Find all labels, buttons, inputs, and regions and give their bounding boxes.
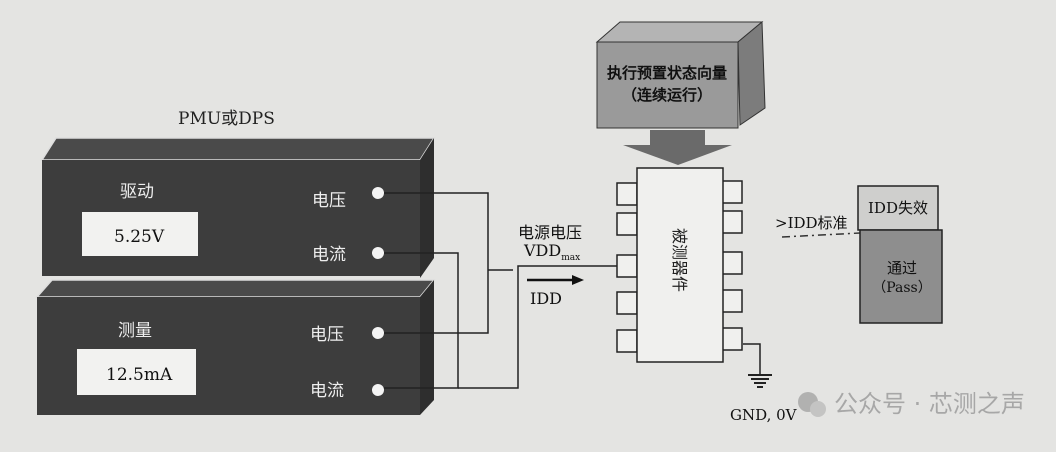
drive-display-value: 5.25V	[114, 227, 165, 247]
pass-label: 通过	[887, 259, 917, 277]
measure-panel: 测量 12.5mA 电压 电流	[35, 279, 436, 415]
drive-voltage-terminal	[372, 187, 384, 199]
vdd-label: VDDmax	[523, 241, 580, 263]
drive-panel: 驱动 5.25V 电压 电流	[40, 137, 436, 278]
watermark: 公众号 · 芯测之声	[798, 390, 1025, 418]
fail-label: IDD失效	[868, 199, 928, 217]
idd-label: IDD	[530, 289, 562, 308]
vector-box: 执行预置状态向量 （连续运行）	[595, 20, 766, 129]
threshold-line	[781, 232, 861, 238]
measure-current-terminal	[372, 384, 384, 396]
idd-arrow	[527, 275, 584, 285]
result-box: IDD失效 通过 （Pass）	[857, 185, 943, 324]
pmu-title: PMU或DPS	[178, 109, 275, 129]
ground-label: GND, 0V	[730, 406, 798, 424]
drive-current-terminal	[372, 247, 384, 259]
dut-chip	[616, 167, 743, 363]
down-arrow-icon	[623, 130, 732, 165]
drive-voltage-label: 电压	[312, 191, 346, 211]
wires	[384, 192, 761, 389]
measure-display-value: 12.5mA	[106, 365, 173, 385]
supply-label: 电源电压	[518, 223, 582, 242]
watermark-text: 公众号 · 芯测之声	[834, 390, 1025, 418]
measure-display	[77, 349, 196, 395]
pass-label-en: （Pass）	[872, 280, 932, 296]
vector-box-line2: （连续运行）	[622, 86, 712, 104]
dut-label: 被测器件	[670, 228, 689, 292]
vector-box-line1: 执行预置状态向量	[607, 64, 727, 82]
measure-voltage-terminal	[372, 327, 384, 339]
measure-label: 测量	[118, 321, 152, 341]
drive-label: 驱动	[120, 182, 154, 202]
measure-current-label: 电流	[310, 381, 344, 401]
drive-current-label: 电流	[312, 245, 346, 265]
ground-icon	[748, 374, 772, 388]
drive-display	[82, 212, 198, 256]
threshold-label: >IDD标准	[775, 214, 848, 232]
pass-zone	[859, 229, 943, 324]
measure-voltage-label: 电压	[310, 325, 344, 345]
